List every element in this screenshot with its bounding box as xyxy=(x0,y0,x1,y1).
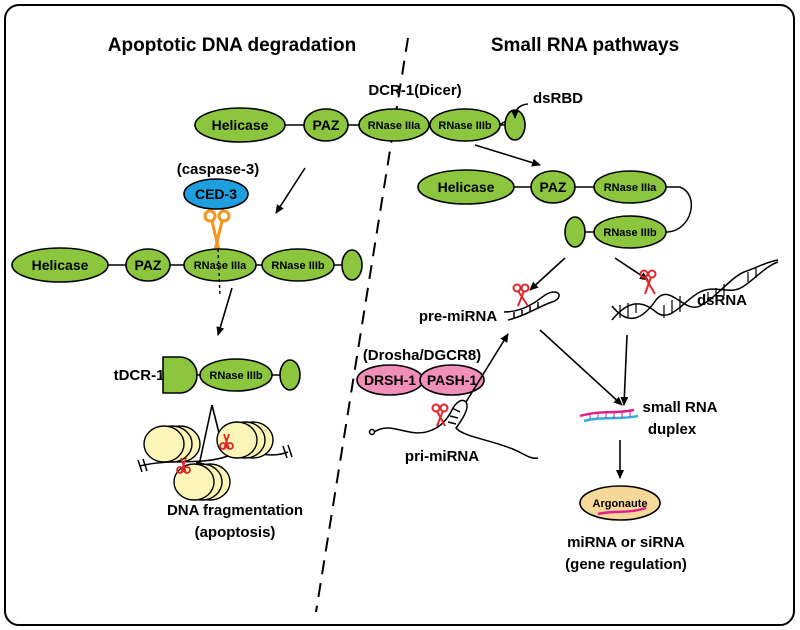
nucleosome-right xyxy=(216,421,274,459)
dicer-top-rnase3a: RNase IIIa xyxy=(358,108,430,142)
arrow-pre-to-duplex xyxy=(539,329,623,406)
title-right: Small RNA pathways xyxy=(491,35,679,56)
dsrna-helix xyxy=(611,259,779,321)
dicer-folded-dsrbd xyxy=(564,216,586,248)
dicer-folded-helicase-label: Helicase xyxy=(438,179,495,195)
tdcr-rnase3b-label: RNase IIIb xyxy=(209,370,262,382)
dicer-folded-helicase: Helicase xyxy=(417,169,515,205)
tdcr-label: tDCR-1 xyxy=(114,367,165,384)
tdcr-truncated-domain xyxy=(162,356,198,394)
dicer-mid-dsrbd xyxy=(341,249,363,281)
arrow-to-cleavage xyxy=(275,167,306,214)
dicer-top-rnase3a-label: RNase IIIa xyxy=(368,120,421,132)
dicer-top-paz: PAZ xyxy=(303,108,349,142)
pre-mirna-scissors-icon xyxy=(512,283,530,307)
nucleosome-left xyxy=(143,425,201,463)
pri-mirna-scissors-icon xyxy=(431,403,449,427)
dna-scissors-icon-a xyxy=(176,457,191,474)
dicer-mid-helicase-label: Helicase xyxy=(32,257,89,273)
arrow-to-tdcr xyxy=(216,287,233,336)
apoptosis-line1: DNA fragmentation xyxy=(167,502,303,519)
dna-end-d xyxy=(287,444,293,458)
dicer-mid-rnase3b: RNase IIIb xyxy=(261,248,335,282)
dna-end-b xyxy=(142,458,148,472)
outer-frame xyxy=(4,4,795,626)
pash1-protein: PASH-1 xyxy=(419,364,485,396)
dsrna-label: dsRNA xyxy=(697,292,747,309)
pri-mirna-label: pri-miRNA xyxy=(405,448,479,465)
caspase-family-label: (caspase-3) xyxy=(177,161,260,178)
nucleosome-center xyxy=(173,463,231,501)
apoptosis-line2: (apoptosis) xyxy=(195,524,276,541)
dicer-folded-loop xyxy=(667,186,693,233)
argonaute-guide-rna xyxy=(597,506,647,516)
dicer-folded-rnase3b-label: RNase IIIb xyxy=(603,227,656,239)
dicer-mid-paz-label: PAZ xyxy=(135,257,162,273)
dicer-folded-rnase3a: RNase IIIa xyxy=(593,170,667,204)
cleavage-site-line xyxy=(217,248,221,297)
duplex-label-1: small RNA xyxy=(642,399,717,416)
dicer-mid-rnase3b-label: RNase IIIb xyxy=(271,260,324,272)
dicer-mid-paz: PAZ xyxy=(125,248,171,282)
dicer-mid-rnase3a-label: RNase IIIa xyxy=(194,260,247,272)
pre-mirna-label: pre-miRNA xyxy=(419,308,498,325)
dicer-top-helicase: Helicase xyxy=(194,107,286,143)
drsh1-protein: DRSH-1 xyxy=(356,364,424,396)
arrow-pri-to-pre xyxy=(465,333,509,403)
dsrbd-label: dsRBD xyxy=(533,90,583,107)
arrow-dsrna-to-duplex xyxy=(620,334,629,406)
result-line2: (gene regulation) xyxy=(565,556,687,573)
arrow-to-nucleosome-a xyxy=(195,404,213,471)
dna-end-a xyxy=(137,459,143,473)
tdcr-dsrbd xyxy=(279,359,301,391)
pash1-label: PASH-1 xyxy=(427,372,478,388)
dsrna-scissors-icon xyxy=(639,269,657,295)
argonaute-protein: Argonaute xyxy=(579,485,661,521)
dicer-mid-rnase3a: RNase IIIa xyxy=(183,248,257,282)
dicer-mid-helicase: Helicase xyxy=(11,247,109,283)
result-line1: miRNA or siRNA xyxy=(567,534,685,551)
pre-mirna-hairpin xyxy=(503,291,560,321)
tdcr-rnase3b: RNase IIIb xyxy=(199,358,273,392)
dicer-folded-rnase3b: RNase IIIb xyxy=(593,215,667,249)
title-left: Apoptotic DNA degradation xyxy=(108,35,356,56)
duplex-label-2: duplex xyxy=(648,421,697,438)
dsrbd-pointer-arrow xyxy=(511,103,529,119)
dicer-folded-rnase3a-label: RNase IIIa xyxy=(604,182,657,194)
drsh1-label: DRSH-1 xyxy=(364,372,416,388)
small-rna-duplex-icon xyxy=(579,408,639,423)
dicer-top-paz-label: PAZ xyxy=(313,117,340,133)
dna-end-c xyxy=(282,445,288,459)
dna-scissors-icon-b xyxy=(219,433,234,450)
arrow-to-folded-dicer xyxy=(474,144,541,167)
dicer-label: DCR-1(Dicer) xyxy=(368,82,461,99)
ced3-protease: CED-3 xyxy=(183,178,249,210)
dicer-folded-paz-label: PAZ xyxy=(540,179,567,195)
drosha-complex-label: (Drosha/DGCR8) xyxy=(363,347,481,364)
argonaute-label: Argonaute xyxy=(593,498,648,510)
dicer-folded-paz: PAZ xyxy=(530,170,576,204)
dicer-top-helicase-label: Helicase xyxy=(212,117,269,133)
arrow-to-pre-mirna xyxy=(529,257,566,291)
dicer-top-rnase3b-label: RNase IIIb xyxy=(438,120,491,132)
dsrna-rungs xyxy=(619,268,757,318)
dicer-top-rnase3b: RNase IIIb xyxy=(429,108,501,142)
ced3-label: CED-3 xyxy=(195,186,237,202)
